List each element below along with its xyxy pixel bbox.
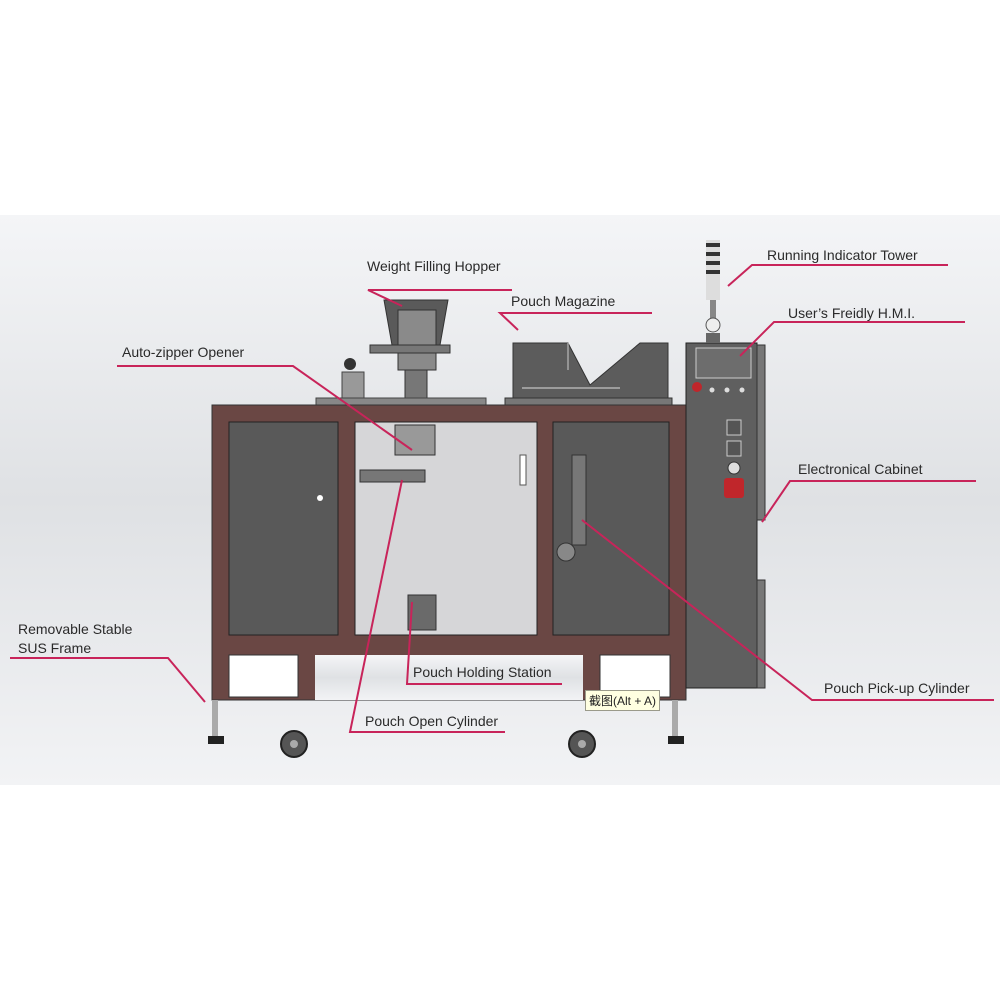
leader-pouch-holding-station xyxy=(405,601,562,685)
leader-weight-filling-hopper xyxy=(367,289,512,307)
label-weight-filling-hopper: Weight Filling Hopper xyxy=(367,258,501,274)
label-pouch-pickup-cylinder: Pouch Pick-up Cylinder xyxy=(824,680,970,696)
leader-electronical-cabinet xyxy=(761,480,976,523)
label-electronical-cabinet: Electronical Cabinet xyxy=(798,461,923,477)
label-running-indicator-tower: Running Indicator Tower xyxy=(767,247,918,263)
pouch-magazine xyxy=(504,342,673,407)
label-sus-frame-line1: Removable Stable xyxy=(18,621,133,637)
leader-pouch-pickup-cylinder xyxy=(581,519,994,701)
label-sus-frame-line2: SUS Frame xyxy=(18,640,91,656)
label-hmi: User’s Freidly H.M.I. xyxy=(788,305,915,321)
label-pouch-holding-station: Pouch Holding Station xyxy=(413,664,552,680)
screenshot-tooltip: 截图(Alt + A) xyxy=(585,690,661,711)
indicator-tower xyxy=(705,240,721,343)
label-pouch-open-cylinder: Pouch Open Cylinder xyxy=(365,713,498,729)
label-auto-zipper-opener: Auto-zipper Opener xyxy=(122,344,245,360)
leader-pouch-open-cylinder xyxy=(348,479,505,733)
label-pouch-magazine: Pouch Magazine xyxy=(511,293,616,309)
leader-running-indicator-tower xyxy=(727,264,948,287)
casters xyxy=(208,700,684,758)
leader-pouch-magazine xyxy=(497,312,652,331)
leader-auto-zipper-opener xyxy=(117,365,413,451)
electronical-cabinet xyxy=(685,342,766,689)
leader-sus-frame xyxy=(10,657,206,703)
leader-hmi xyxy=(739,321,965,357)
sus-frame xyxy=(211,404,687,701)
